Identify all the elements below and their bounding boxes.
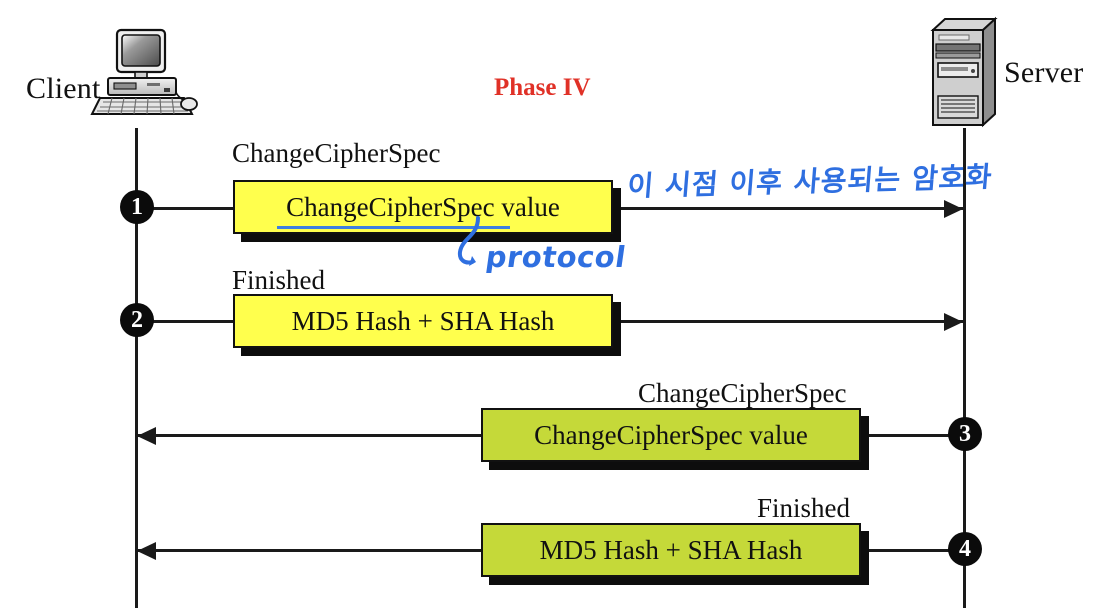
page-title: Phase IV: [494, 74, 591, 101]
client-label: Client: [26, 72, 101, 105]
message-box-3-text: ChangeCipherSpec value: [534, 419, 808, 450]
step-bullet-4: 4: [948, 532, 982, 566]
message-caption-1: ChangeCipherSpec: [232, 138, 441, 168]
pen-hook-icon: [457, 216, 480, 266]
pen-underline-changecipherspec: [277, 226, 510, 229]
message-box-3[interactable]: ChangeCipherSpec value: [481, 408, 861, 462]
server-label: Server: [1004, 56, 1084, 89]
handwritten-note-protocol: protocol: [483, 240, 629, 274]
message-box-2[interactable]: MD5 Hash + SHA Hash: [233, 294, 613, 348]
handwritten-note-korean: 이 시점 이후 사용되는 암호화: [626, 160, 994, 203]
step-bullet-3: 3: [948, 417, 982, 451]
arrow-left-icon-3: [137, 427, 156, 445]
client-lifeline: [135, 128, 138, 608]
desktop-computer-icon: [90, 28, 200, 132]
arrow-left-icon-4: [137, 542, 156, 560]
message-box-1-text: ChangeCipherSpec value: [286, 191, 560, 222]
step-bullet-1: 1: [120, 190, 154, 224]
arrow-right-icon-2: [944, 313, 963, 331]
message-box-2-text: MD5 Hash + SHA Hash: [291, 305, 555, 336]
message-caption-2: Finished: [232, 265, 326, 295]
server-lifeline: [963, 128, 966, 608]
arrow-right-icon-1: [944, 200, 963, 218]
message-box-4-text: MD5 Hash + SHA Hash: [539, 534, 803, 565]
step-bullet-2: 2: [120, 303, 154, 337]
message-box-4[interactable]: MD5 Hash + SHA Hash: [481, 523, 861, 577]
message-caption-4: Finished: [757, 493, 851, 523]
message-box-1[interactable]: ChangeCipherSpec value: [233, 180, 613, 234]
server-tower-icon: [925, 10, 1003, 132]
message-caption-3: ChangeCipherSpec: [638, 378, 847, 408]
